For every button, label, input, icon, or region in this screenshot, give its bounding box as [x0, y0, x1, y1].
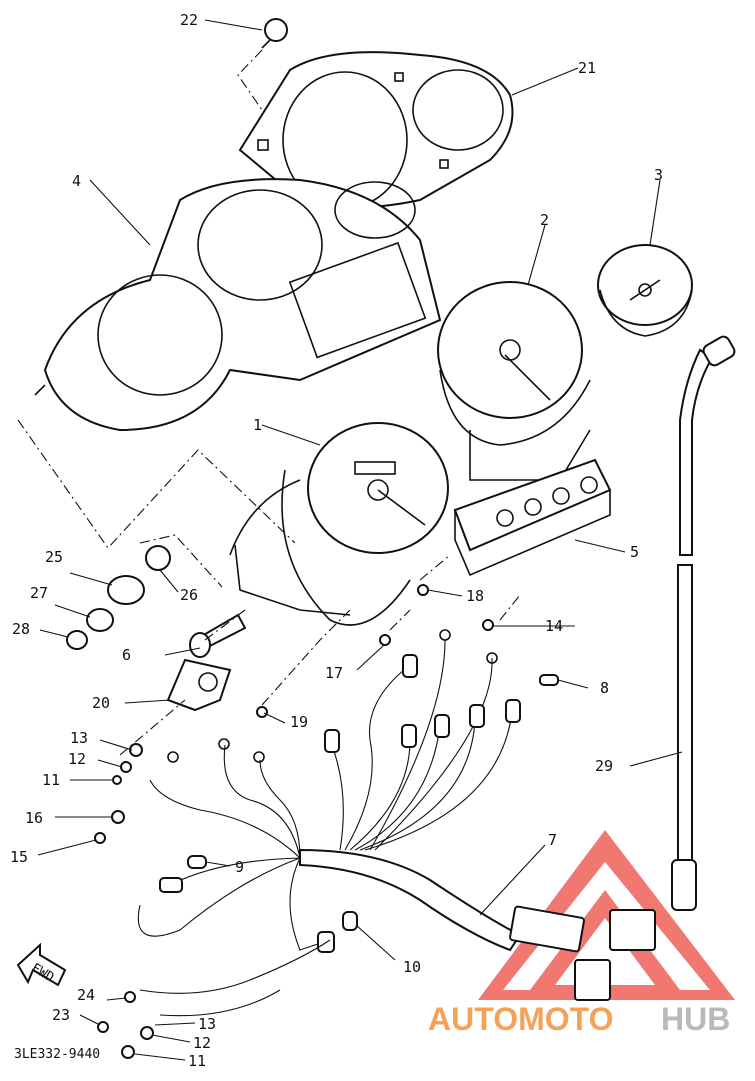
- label-16: 16: [25, 809, 43, 827]
- label-13-lower: 13: [198, 1015, 216, 1033]
- label-10: 10: [403, 958, 421, 976]
- label-22: 22: [180, 11, 198, 29]
- part-1-speedometer: [229, 422, 449, 626]
- label-27: 27: [30, 584, 48, 602]
- part-14-screw: [482, 619, 494, 631]
- part-19-screw: [256, 706, 268, 718]
- label-6: 6: [122, 646, 131, 664]
- watermark-text-colored: AUTOMOTO: [428, 1001, 613, 1037]
- watermark-text-grey: HUB: [661, 1001, 730, 1037]
- label-9: 9: [235, 858, 244, 876]
- part-17-screw: [379, 634, 391, 646]
- label-29: 29: [595, 757, 613, 775]
- label-12-lower: 12: [193, 1034, 211, 1052]
- label-1: 1: [253, 416, 262, 434]
- part-7-wire-harness: [137, 629, 656, 1017]
- part-12-washer: [120, 761, 132, 773]
- label-14: 14: [545, 617, 563, 635]
- label-21: 21: [578, 59, 596, 77]
- label-26: 26: [180, 586, 198, 604]
- part-15-screw: [94, 832, 106, 844]
- label-5: 5: [630, 543, 639, 561]
- part-labels: 22 21 4 3 2 1 5 25 26 27 28 18 14 6 17 8…: [10, 11, 663, 1070]
- forward-arrow-icon: FWD: [16, 942, 67, 987]
- leader-lines: [17, 19, 683, 1061]
- part-9-bulb: [187, 855, 207, 869]
- label-4: 4: [72, 172, 81, 190]
- part-11-nut: [112, 775, 122, 785]
- automotohub-wordmark: AUTOMOTO HUB: [428, 1001, 730, 1037]
- part-16-washer: [111, 810, 125, 824]
- label-20: 20: [92, 694, 110, 712]
- label-28: 28: [12, 620, 30, 638]
- automotohub-logo: [478, 830, 735, 1000]
- part-18-screw: [417, 584, 429, 596]
- part-8-bulb: [539, 674, 559, 686]
- part-2-tachometer: [437, 281, 591, 481]
- label-24: 24: [77, 986, 95, 1004]
- label-23: 23: [52, 1006, 70, 1024]
- part-28-nut: [66, 630, 88, 650]
- label-11-lower: 11: [188, 1052, 206, 1070]
- label-8: 8: [600, 679, 609, 697]
- label-25: 25: [45, 548, 63, 566]
- part-11-nut-lower: [121, 1045, 135, 1059]
- part-27-washer: [86, 608, 114, 632]
- label-17: 17: [325, 664, 343, 682]
- label-11: 11: [42, 771, 60, 789]
- label-18: 18: [466, 587, 484, 605]
- part-24-washer: [124, 991, 136, 1003]
- part-3-gauge: [597, 244, 693, 337]
- part-4-meter-case: [34, 178, 442, 432]
- label-12: 12: [68, 750, 86, 768]
- part-13-washer: [129, 743, 143, 757]
- part-23-screw: [97, 1021, 109, 1033]
- part-26-grommet: [145, 545, 171, 571]
- label-15: 15: [10, 848, 28, 866]
- drawing-code: 3LE332-9440: [14, 1047, 100, 1062]
- label-13: 13: [70, 729, 88, 747]
- part-12-washer-lower: [140, 1026, 154, 1040]
- part-5-indicator-housing: [453, 458, 612, 577]
- part-29-cable: [671, 335, 736, 911]
- part-22-screw-head: [264, 18, 288, 42]
- part-25-cap: [107, 575, 145, 605]
- label-2: 2: [540, 211, 549, 229]
- label-7: 7: [548, 831, 557, 849]
- part-10-bulb: [342, 911, 358, 931]
- label-19: 19: [290, 713, 308, 731]
- label-3: 3: [654, 166, 663, 184]
